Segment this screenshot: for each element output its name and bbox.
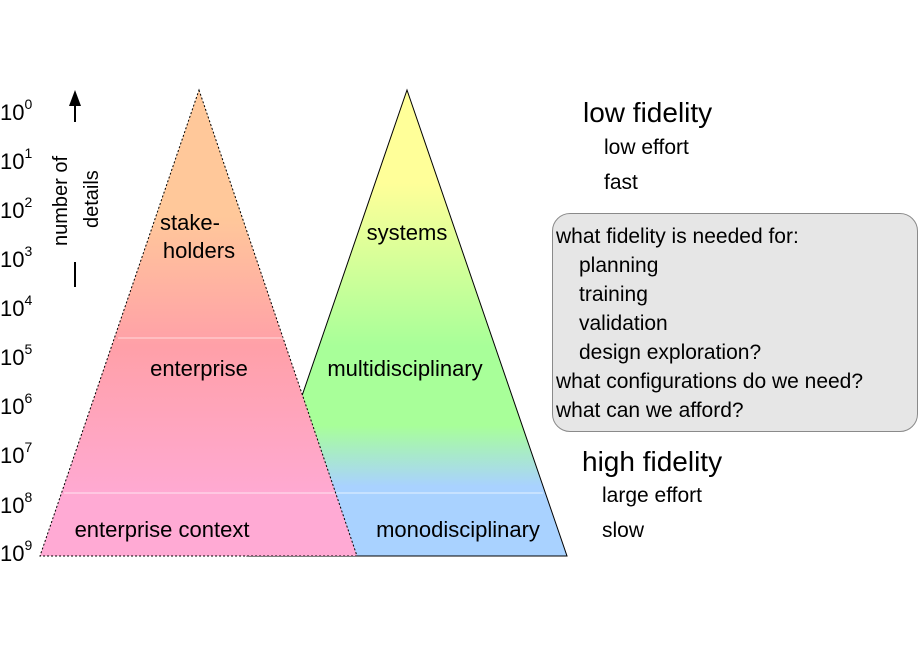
axis-label-line2: details bbox=[81, 170, 103, 228]
label-systems: systems bbox=[367, 220, 448, 245]
question-line-5: design exploration? bbox=[579, 341, 762, 364]
question-line-3: training bbox=[579, 283, 648, 306]
axis-tick-0: 100 bbox=[0, 96, 32, 125]
low-effort-text: low effort bbox=[604, 136, 689, 159]
axis-tick-3: 103 bbox=[0, 243, 32, 272]
label-stakeholders-line2: holders bbox=[163, 238, 235, 263]
axis-tick-9: 109 bbox=[0, 537, 32, 566]
axis-tick-8: 108 bbox=[0, 489, 32, 518]
question-line-6: what configurations do we need? bbox=[556, 370, 864, 393]
low-fidelity-heading: low fidelity bbox=[583, 97, 713, 128]
left-pyramid bbox=[39, 88, 358, 557]
axis-tick-7: 107 bbox=[0, 439, 32, 468]
large-effort-text: large effort bbox=[602, 484, 703, 507]
axis-tick-6: 106 bbox=[0, 390, 32, 419]
label-stakeholders-line1: stake- bbox=[160, 210, 220, 235]
label-monodisciplinary: monodisciplinary bbox=[376, 517, 540, 542]
right-pyramid bbox=[246, 88, 568, 557]
question-line-7: what can we afford? bbox=[556, 399, 744, 422]
axis-tick-5: 105 bbox=[0, 341, 32, 370]
axis-label-line1: number of bbox=[50, 156, 72, 246]
label-multidisciplinary: multidisciplinary bbox=[327, 356, 482, 381]
question-line-1: what fidelity is needed for: bbox=[556, 225, 799, 248]
question-line-4: validation bbox=[579, 312, 668, 335]
up-arrow-icon bbox=[69, 90, 81, 106]
axis-tick-4: 104 bbox=[0, 292, 32, 321]
axis-tick-labels: 100 101 102 103 104 105 106 107 108 109 bbox=[0, 96, 32, 566]
question-line-2: planning bbox=[579, 254, 659, 277]
high-fidelity-heading: high fidelity bbox=[582, 446, 723, 477]
label-enterprise: enterprise bbox=[150, 356, 248, 381]
label-enterprise-context: enterprise context bbox=[75, 517, 250, 542]
axis-tick-1: 101 bbox=[0, 145, 32, 174]
slow-text: slow bbox=[602, 519, 645, 542]
question-box: what fidelity is needed for: planning tr… bbox=[552, 213, 918, 432]
fast-text: fast bbox=[604, 171, 638, 194]
axis-tick-2: 102 bbox=[0, 194, 32, 223]
